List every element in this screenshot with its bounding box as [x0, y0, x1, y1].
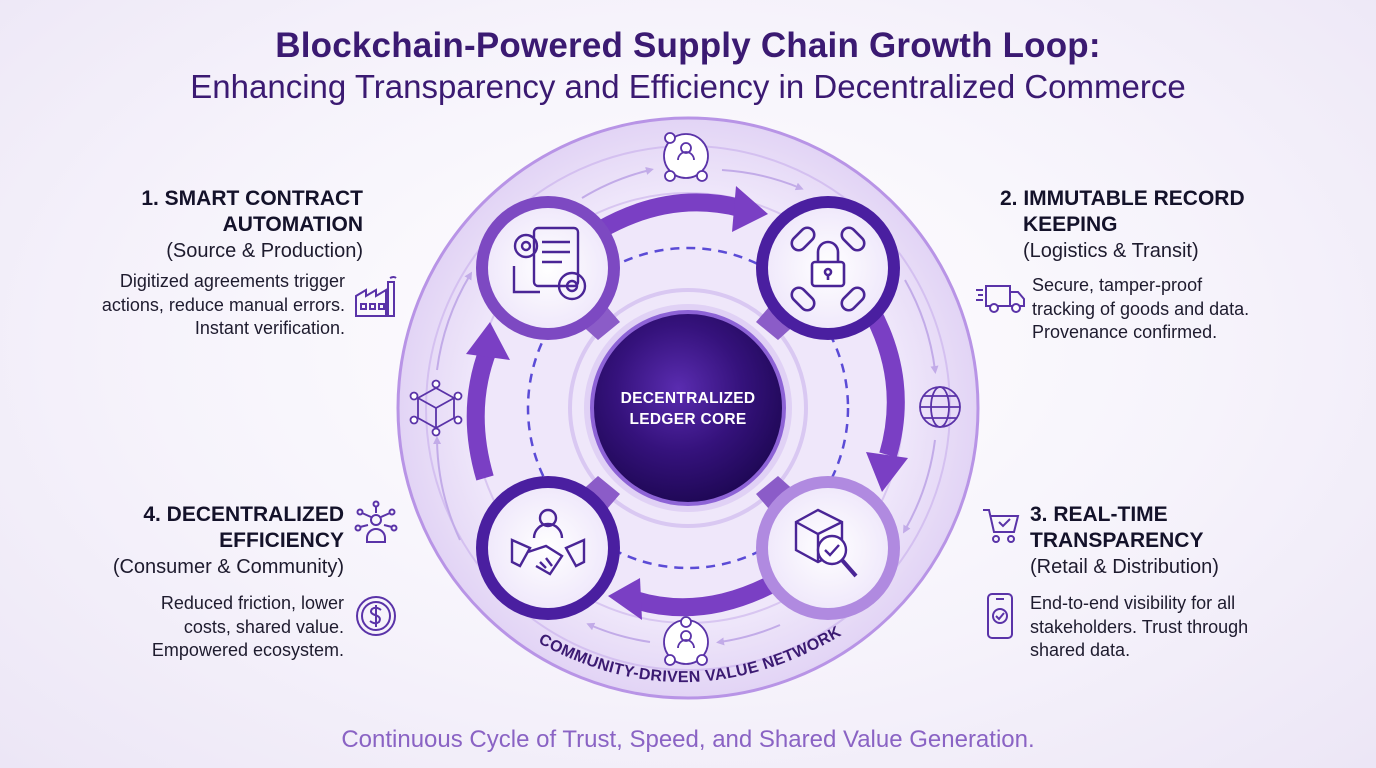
- handshake-icon: [510, 508, 586, 576]
- core-label-line2: LEDGER CORE: [629, 411, 747, 428]
- step-2-desc-line2: tracking of goods and data.: [1032, 298, 1250, 319]
- step-3-stage: (Retail & Distribution): [1030, 556, 1219, 578]
- step-3-desc-line1: End-to-end visibility for all: [1030, 593, 1236, 613]
- node-real-time-transparency: [756, 476, 900, 620]
- person-network-icon: [354, 500, 398, 543]
- step-2-description: Secure, tamper-proof tracking of goods a…: [1032, 274, 1362, 345]
- step-3: 3. REAL-TIME TRANSPARENCY (Retail & Dist…: [1030, 502, 1360, 580]
- step-2-desc-line3: Provenance confirmed.: [1032, 322, 1218, 342]
- ring-arrow-top-right: [721, 169, 804, 191]
- page-title: Blockchain-Powered Supply Chain Growth L…: [275, 26, 1101, 65]
- dollar-coin-icon: [356, 596, 396, 636]
- flow-arrow-1-to-2: [595, 193, 743, 238]
- ring-arrow-left-top: [436, 271, 473, 371]
- node-smart-contract: [476, 196, 620, 340]
- step-4-description: Reduced friction, lower costs, shared va…: [14, 592, 344, 663]
- factory-icon: [355, 276, 397, 317]
- step-1: 1. SMART CONTRACT AUTOMATION (Source & P…: [33, 186, 363, 264]
- footer-tagline: Continuous Cycle of Trust, Speed, and Sh…: [341, 726, 1035, 753]
- community-icon: [663, 616, 709, 666]
- node-decentralized-efficiency: [476, 476, 620, 620]
- node-immutable-record: [756, 196, 900, 340]
- chain-lock-icon: [790, 226, 866, 312]
- network-cube-icon: [409, 379, 463, 437]
- flow-arrowhead-3-to-4: [608, 578, 642, 620]
- flow-arrowhead-2-to-3: [866, 452, 908, 492]
- smartphone-check-icon: [987, 593, 1013, 639]
- step-2-stage: (Logistics & Transit): [1023, 240, 1199, 262]
- step-1-desc-line3: Instant verification.: [194, 318, 345, 338]
- step-2-desc-line1: Secure, tamper-proof: [1032, 275, 1203, 295]
- flow-arrow-3-to-4: [632, 576, 775, 617]
- flow-arrow-2-to-3: [862, 303, 905, 458]
- step-2: 2. IMMUTABLE RECORD KEEPING (Logistics &…: [1000, 186, 1330, 264]
- step-3-heading-line2: TRANSPARENCY: [1030, 529, 1204, 552]
- ring-arrow-right-top: [904, 279, 939, 374]
- community-icon: [663, 132, 709, 182]
- package-search-icon: [794, 508, 858, 578]
- flow-arrowhead-4-to-1: [466, 322, 510, 360]
- step-1-heading-line2: AUTOMATION: [222, 213, 363, 236]
- step-3-heading-line1: 3. REAL-TIME: [1030, 503, 1168, 526]
- step-1-desc-line2: actions, reduce manual errors.: [101, 294, 345, 315]
- truck-icon: [976, 285, 1025, 313]
- globe-icon: [919, 386, 961, 428]
- step-4-desc-line1: Reduced friction, lower: [160, 593, 344, 613]
- core-label: DECENTRALIZED LEDGER CORE: [600, 388, 776, 430]
- contract-gears-icon: [512, 226, 587, 301]
- step-4-heading-line1: 4. DECENTRALIZED: [143, 503, 344, 526]
- inner-solid-ring: [568, 288, 808, 528]
- ledger-core: [590, 310, 786, 506]
- step-4-desc-line3: Empowered ecosystem.: [151, 640, 344, 660]
- step-3-description: End-to-end visibility for all stakeholde…: [1030, 592, 1360, 663]
- ring-arrow-top-left: [581, 167, 654, 199]
- ring-arrow-bottom-left: [586, 622, 651, 643]
- step-3-desc-line3: shared data.: [1030, 640, 1131, 660]
- flow-arrow-4-to-1: [466, 346, 497, 481]
- flow-arrowhead-1-to-2: [732, 186, 768, 232]
- step-2-heading-line1: 2. IMMUTABLE RECORD: [1000, 187, 1245, 210]
- ring-arrow-bottom-right: [716, 624, 781, 646]
- inner-dashed-ring: [526, 246, 850, 570]
- step-4-heading-line2: EFFICIENCY: [219, 529, 344, 552]
- step-1-description: Digitized agreements trigger actions, re…: [45, 270, 345, 341]
- ring-arrow-right-bottom: [903, 439, 936, 534]
- page-subtitle: Enhancing Transparency and Efficiency in…: [190, 68, 1186, 105]
- step-4-stage: (Consumer & Community): [112, 556, 344, 578]
- core-label-line1: DECENTRALIZED: [620, 390, 756, 407]
- step-2-heading-line2: KEEPING: [1023, 213, 1118, 236]
- step-1-desc-line1: Digitized agreements trigger: [119, 271, 345, 291]
- step-1-heading-line1: 1. SMART CONTRACT: [141, 187, 363, 210]
- step-1-stage: (Source & Production): [166, 240, 363, 262]
- shopping-cart-icon: [983, 509, 1020, 543]
- ring-arrow-left-bottom: [433, 436, 461, 541]
- step-4-desc-line2: costs, shared value.: [183, 616, 344, 637]
- step-3-desc-line2: stakeholders. Trust through: [1030, 616, 1249, 637]
- step-4: 4. DECENTRALIZED EFFICIENCY (Consumer & …: [14, 502, 344, 580]
